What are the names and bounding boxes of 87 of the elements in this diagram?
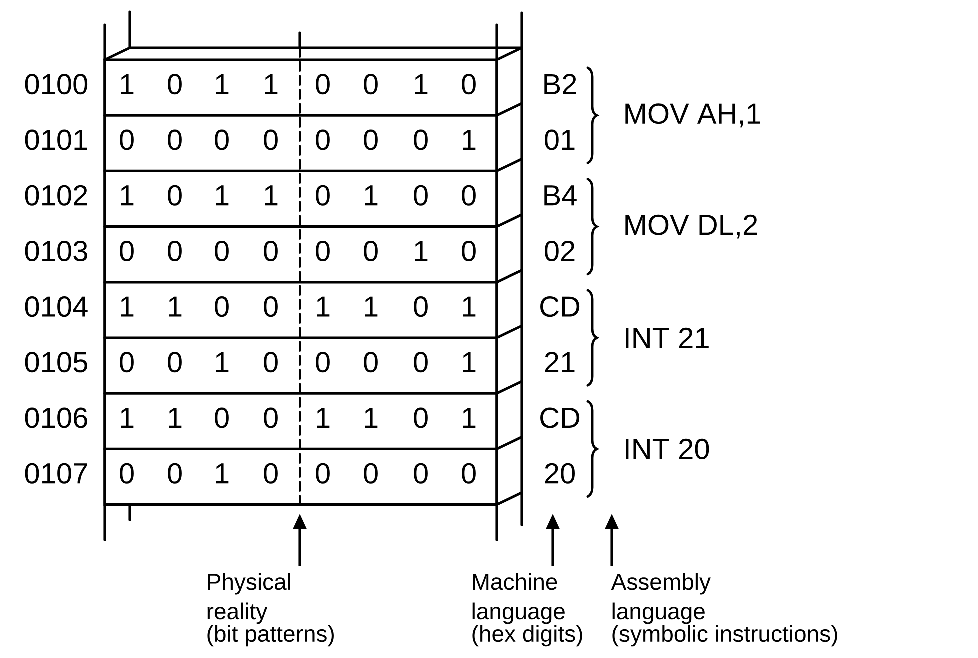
address-label: 0107 <box>25 463 88 484</box>
bit-value: 1 <box>265 186 278 206</box>
address-label: 0103 <box>25 240 88 262</box>
bit-value: 0 <box>264 408 278 428</box>
bit-value: 0 <box>120 240 134 262</box>
bit-value: 1 <box>265 74 278 94</box>
hex-byte: 02 <box>545 240 575 262</box>
assembly-instruction: MOV DL,2 <box>626 214 758 239</box>
bit-value: 1 <box>415 241 428 262</box>
hex-byte: CD <box>540 296 580 318</box>
bit-value: 1 <box>365 408 378 428</box>
bit-value: 0 <box>414 130 428 150</box>
address-label: 0102 <box>25 185 88 206</box>
bit-value: 0 <box>364 463 378 484</box>
bit-value: 0 <box>316 185 330 206</box>
bit-value: 1 <box>216 352 229 372</box>
bit-value: 0 <box>215 130 229 150</box>
bit-value: 1 <box>121 408 134 428</box>
hex-byte: B4 <box>544 186 577 206</box>
bit-value: 1 <box>216 464 229 484</box>
bit-value: 0 <box>120 352 134 373</box>
bit-value: 1 <box>463 130 476 150</box>
bit-value: 0 <box>414 463 428 484</box>
bit-value: 0 <box>168 240 182 262</box>
assembly-instruction: MOV AH,1 <box>626 104 760 128</box>
bit-value: 0 <box>316 74 330 95</box>
bit-value: 1 <box>463 408 476 428</box>
bit-value: 0 <box>414 185 428 206</box>
caption-text: Physical reality (bit patterns) <box>208 573 334 647</box>
bit-value: 0 <box>264 240 278 262</box>
bit-value: 0 <box>462 463 476 484</box>
bit-value: 0 <box>264 130 278 150</box>
caption-text: Assembly language (symbolic instructions) <box>611 573 838 647</box>
bit-value: 1 <box>216 186 229 206</box>
hex-byte: B2 <box>544 74 576 94</box>
bit-value: 0 <box>316 352 330 373</box>
bit-value: 0 <box>414 408 428 428</box>
address-label: 0100 <box>25 74 88 95</box>
bit-value: 0 <box>120 463 134 484</box>
bit-value: 0 <box>364 240 378 262</box>
bit-value: 0 <box>168 130 182 150</box>
bit-value: 0 <box>316 130 330 150</box>
bit-value: 0 <box>414 296 428 318</box>
address-label: 0105 <box>25 352 88 373</box>
bit-value: 0 <box>215 296 229 318</box>
bit-value: 0 <box>264 296 278 318</box>
address-label: 0104 <box>25 296 88 318</box>
bit-value: 1 <box>121 296 134 317</box>
bit-value: 1 <box>463 352 476 372</box>
bit-value: 1 <box>463 296 476 317</box>
hex-byte: CD <box>540 408 580 428</box>
bit-value: 0 <box>364 130 378 150</box>
bit-value: 0 <box>462 74 476 95</box>
bit-value: 0 <box>364 352 378 373</box>
address-label: 0101 <box>25 130 88 150</box>
bit-value: 0 <box>215 408 229 428</box>
caption-text: Machine language (hex digits) <box>472 573 582 647</box>
bit-value: 0 <box>215 240 229 262</box>
hex-byte: 20 <box>545 463 575 484</box>
bit-value: 0 <box>168 185 182 206</box>
bit-value: 0 <box>120 130 134 150</box>
bit-value: 0 <box>316 463 330 484</box>
bit-value: 0 <box>364 74 378 95</box>
bit-value: 0 <box>264 352 278 373</box>
bit-value: 1 <box>216 74 229 94</box>
bit-value: 1 <box>169 408 182 428</box>
hex-byte: 01 <box>545 130 575 150</box>
bit-value: 0 <box>168 74 182 95</box>
assembly-instruction: INT 20 <box>626 438 710 460</box>
bit-value: 1 <box>317 408 330 428</box>
address-label: 0106 <box>25 408 88 428</box>
bit-value: 1 <box>169 296 182 317</box>
bit-value: 1 <box>365 296 378 317</box>
bit-value: 0 <box>316 240 330 262</box>
hex-byte: 21 <box>545 352 575 372</box>
bit-value: 0 <box>462 240 476 262</box>
bit-value: 1 <box>317 296 330 317</box>
bit-value: 1 <box>365 186 378 206</box>
bit-value: 0 <box>414 352 428 373</box>
bit-value: 1 <box>415 74 428 94</box>
bit-value: 0 <box>462 185 476 206</box>
bit-value: 1 <box>121 74 134 94</box>
assembly-instruction: INT 21 <box>626 328 709 348</box>
bit-value: 0 <box>168 463 182 484</box>
bit-value: 1 <box>121 186 134 206</box>
bit-value: 0 <box>264 463 278 484</box>
bit-value: 0 <box>168 352 182 373</box>
